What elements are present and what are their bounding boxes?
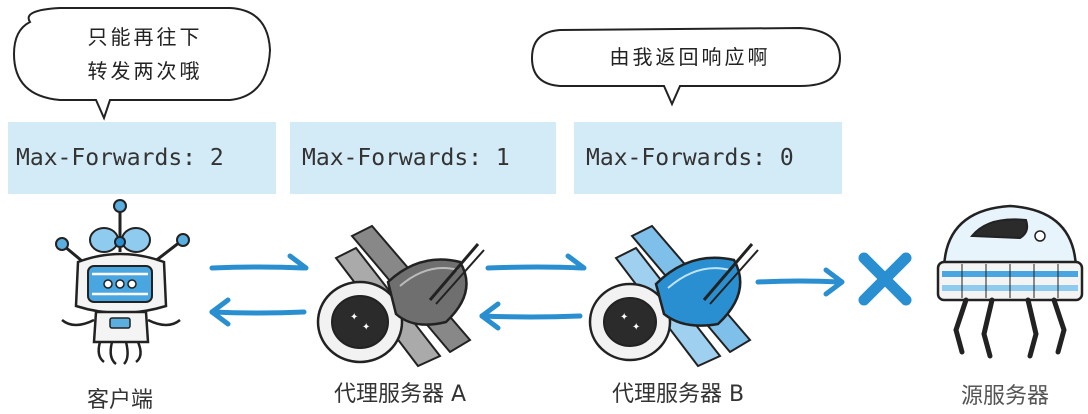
header-client: Max-Forwards: 2 [8, 122, 276, 194]
label-client: 客户端 [86, 388, 153, 413]
right-speech-bubble [530, 26, 842, 107]
left-bubble-line-1: 只能再往下 [87, 25, 203, 49]
svg-text:✦: ✦ [632, 322, 640, 333]
left-bubble-text: 只能再往下 转发两次哦 [40, 20, 250, 88]
arrow-client-to-proxy-a [209, 253, 309, 271]
header-proxy-a-text: Max-Forwards: 1 [302, 145, 510, 171]
arrow-proxy-a-to-proxy-b [485, 253, 587, 271]
arrow-proxy-a-to-client [209, 297, 307, 327]
label-proxy-b: 代理服务器 B [611, 382, 745, 407]
header-proxy-a: Max-Forwards: 1 [290, 122, 556, 194]
cross-icon [858, 252, 912, 306]
svg-text:✦: ✦ [362, 322, 370, 333]
dome-server-icon [936, 204, 1084, 359]
header-client-text: Max-Forwards: 2 [16, 145, 224, 171]
label-server: 源服务器 [960, 384, 1049, 409]
gray-satellite-icon: ✦ ✦ [316, 224, 485, 368]
left-bubble-line-2: 转发两次哦 [87, 59, 203, 83]
svg-text:✦: ✦ [620, 312, 628, 323]
label-proxy-a: 代理服务器 A [333, 382, 467, 407]
arrow-proxy-b-to-server [755, 267, 845, 297]
robot-client-icon [55, 199, 190, 365]
header-proxy-b: Max-Forwards: 0 [574, 122, 842, 194]
left-speech-bubble [12, 7, 272, 121]
svg-text:✦: ✦ [350, 312, 358, 323]
right-bubble-text: 由我返回响应啊 [609, 45, 771, 69]
header-proxy-b-text: Max-Forwards: 0 [586, 145, 794, 171]
arrow-proxy-b-to-proxy-a [479, 301, 583, 331]
blue-satellite-icon: ✦ ✦ [588, 224, 759, 368]
